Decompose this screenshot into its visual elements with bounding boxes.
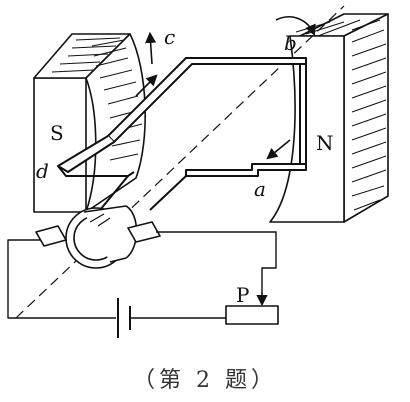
slider-label: P — [236, 283, 249, 307]
south-pole-label: S — [50, 121, 64, 145]
south-magnet — [33, 33, 146, 213]
current-arrow-ab — [266, 139, 291, 160]
commutator — [65, 205, 138, 269]
north-pole-label: N — [316, 131, 334, 155]
circuit-wires — [7, 231, 277, 338]
side-c-label: c — [164, 25, 175, 49]
side-d-label: d — [36, 159, 49, 183]
side-b-label: b — [284, 31, 297, 55]
rheostat — [225, 305, 279, 325]
figure-caption: （第 2 题） — [133, 368, 277, 393]
force-arrow-c — [145, 31, 157, 65]
side-a-label: a — [254, 177, 266, 201]
rotation-arrow — [275, 16, 316, 37]
coil — [57, 57, 307, 211]
current-arrow-cd — [135, 74, 158, 97]
brushes — [35, 221, 161, 247]
